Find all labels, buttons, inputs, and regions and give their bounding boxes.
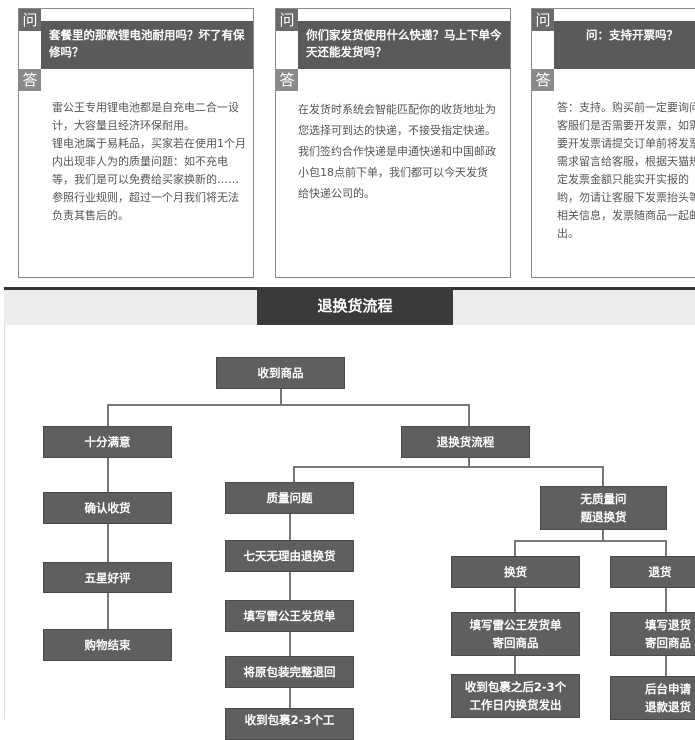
node-refund: 退货 — [610, 556, 695, 588]
question-text: 问：支持开票吗？ — [554, 21, 695, 69]
node-very-satisfied: 十分满意 — [43, 426, 172, 458]
node-line-2: 工作日内换货发出 — [469, 698, 562, 712]
node-line-1: 填写退货 — [645, 618, 691, 632]
node-no-quality-issue: 无质量问 题退换货 — [540, 486, 667, 530]
question-tag: 问 — [19, 9, 41, 31]
question-text: 套餐里的那款锂电池耐用吗？坏了有保修吗？ — [41, 21, 253, 69]
node-seven-day-return: 七天无理由退换货 — [225, 540, 354, 572]
node-refund-apply: 后台申请 退款退货 — [610, 676, 695, 720]
flow-frame — [4, 325, 695, 718]
node-fill-slip: 填写雷公王发货单 — [225, 600, 354, 632]
node-shopping-done: 购物结束 — [43, 629, 172, 661]
question-tag: 问 — [276, 9, 298, 31]
node-line-2: 退款退货 — [645, 700, 691, 714]
answer-text: 答：支持。购买前一定要询问客服们是否需要开发票，如需要开发票请提交订单前将发票需… — [557, 101, 695, 240]
node-line-2: 寄回商品 — [492, 636, 539, 650]
node-line-1: 后台申请 — [645, 682, 691, 696]
node-quality-issue: 质量问题 — [225, 482, 354, 514]
node-receive-goods: 收到商品 — [216, 357, 345, 389]
node-line-1: 无质量问 — [580, 492, 627, 506]
node-line-2: 题退换货 — [580, 510, 627, 524]
node-refund-fill: 填写退货 寄回商品 — [610, 612, 695, 656]
node-exchange-fill-slip: 填写雷公王发货单 寄回商品 — [451, 612, 580, 656]
question-tag: 问 — [532, 9, 554, 31]
node-confirm-receipt: 确认收货 — [43, 492, 172, 524]
answer-tag: 答 — [276, 69, 298, 91]
node-exchange-ship: 收到包裹之后2-3个 工作日内换货发出 — [451, 674, 580, 718]
node-return-flow: 退换货流程 — [401, 426, 530, 458]
node-line-2: 寄回商品 — [645, 636, 691, 650]
node-exchange: 换货 — [451, 556, 580, 588]
question-text: 你们家发货使用什么快递？马上下单今天还能发货吗？ — [298, 21, 510, 69]
answer-tag: 答 — [19, 69, 41, 91]
node-line-1: 填写雷公王发货单 — [469, 618, 562, 632]
faq-card-invoice: 问 问：支持开票吗？ 答 答：支持。购买前一定要询问客服们是否需要开发票，如需要… — [531, 8, 695, 278]
faq-card-shipping: 问 你们家发货使用什么快递？马上下单今天还能发货吗？ 答 在发货时系统会智能匹配… — [275, 8, 511, 278]
answer-text: 在发货时系统会智能匹配你的收货地址为您选择可到达的快递，不接受指定快递。 我们签… — [298, 103, 496, 200]
node-line-1: 收到包裹之后2-3个 — [464, 680, 567, 694]
node-receive-package-partial: 收到包裹2-3个工 — [225, 708, 354, 740]
section-title: 退换货流程 — [257, 287, 453, 325]
node-repack-return: 将原包装完整退回 — [225, 656, 354, 688]
answer-text: 雷公王专用锂电池都是自充电二合一设计，大容量且经济环保耐用。 锂电池属于易耗品，… — [52, 101, 246, 222]
faq-card-battery: 问 套餐里的那款锂电池耐用吗？坏了有保修吗？ 答 雷公王专用锂电池都是自充电二合… — [18, 8, 254, 278]
node-five-star: 五星好评 — [43, 562, 172, 593]
answer-tag: 答 — [532, 69, 554, 91]
